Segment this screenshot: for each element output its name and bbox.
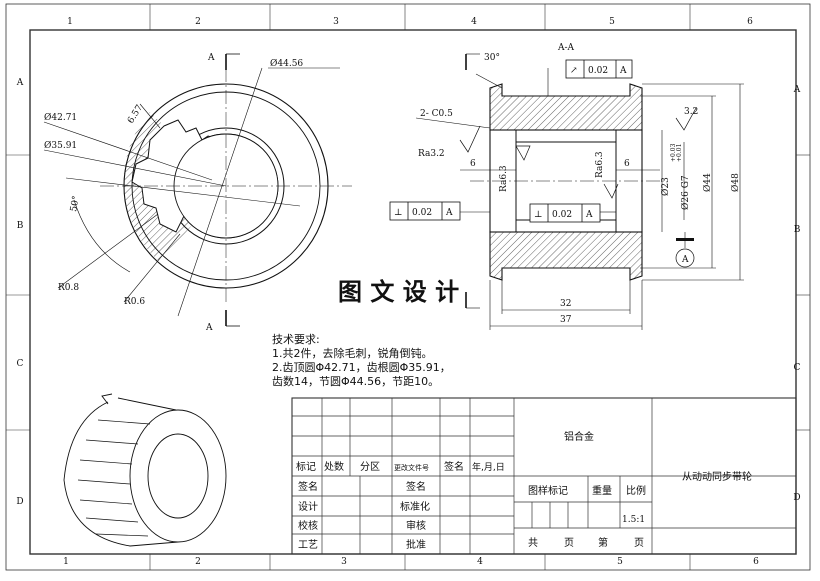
dim-pitch-dia: Ø44.56	[270, 58, 303, 69]
row-letter: D	[793, 493, 800, 503]
col-number: 4	[471, 17, 477, 27]
dim-fillet-1: R0.8	[58, 283, 79, 293]
tb-label: 批准	[406, 538, 426, 551]
col-number: 3	[333, 17, 339, 27]
row-letter: D	[16, 497, 23, 507]
dim-fit: Ø26 G7	[680, 175, 691, 210]
col-number: 4	[477, 557, 483, 567]
col-number: 2	[195, 557, 201, 567]
tb-stage-label: 图样标记	[528, 484, 568, 497]
fcf-datum: A	[445, 208, 453, 218]
row-letter: B	[17, 221, 24, 231]
fcf-datum: A	[619, 66, 627, 76]
fcf-perp-inner: ⊥ 0.02 A	[529, 203, 601, 223]
section-view	[415, 53, 744, 330]
fcf-symbol: ↗	[570, 66, 578, 76]
tech-req-line: 1.共2件，去除毛刺，锐角倒钝。	[272, 346, 433, 360]
dim-len-left: 6	[470, 159, 476, 169]
fcf-perp-left: ⊥ 0.02 A	[389, 201, 461, 221]
tb-sheet: 页	[634, 537, 644, 549]
fcf-value: 0.02	[588, 66, 608, 76]
section-mark-bottom: A	[205, 323, 213, 333]
row-letter: A	[793, 85, 801, 95]
fcf-value: 0.02	[552, 210, 572, 220]
row-letter: A	[16, 78, 24, 88]
tb-scale: 1.5:1	[622, 515, 645, 525]
row-letter: B	[794, 225, 801, 235]
dim-bore: Ø23	[660, 177, 671, 196]
fcf-value: 0.02	[412, 208, 432, 218]
col-number: 1	[63, 557, 69, 567]
col-number: 6	[747, 17, 753, 27]
col-number: 2	[195, 17, 201, 27]
tb-weight-label: 重量	[592, 484, 612, 497]
datum-label: A	[681, 255, 689, 265]
tb-label: 分区	[360, 461, 380, 473]
fcf-runout: ↗ 0.02 A	[565, 59, 633, 79]
roughness-inner-1: Ra6.3	[499, 165, 509, 192]
tb-label: 处数	[324, 460, 344, 473]
tb-label: 标准化	[400, 500, 430, 513]
part-name: 从动动同步带轮	[682, 470, 752, 483]
dim-root-dia: Ø35.91	[44, 140, 77, 151]
fcf-symbol: ⊥	[534, 210, 542, 220]
tech-req-title: 技术要求:	[272, 333, 320, 346]
dim-width-total: 37	[560, 315, 572, 325]
dim-width-inner: 32	[560, 299, 571, 309]
col-number: 5	[617, 557, 623, 567]
tol-upper: +0.03	[670, 143, 677, 162]
tech-req-line: 齿数14，节圆Φ44.56，节距10。	[272, 375, 439, 388]
section-title: A-A	[557, 43, 575, 53]
fcf-symbol: ⊥	[394, 208, 402, 218]
end-view	[43, 53, 352, 327]
col-number: 5	[609, 17, 615, 27]
tb-label: 设计	[298, 500, 318, 513]
col-number: 1	[67, 17, 73, 27]
chamfer-note: 2- C0.5	[420, 109, 453, 119]
isometric-view	[63, 393, 227, 547]
tb-sheet: 页	[564, 537, 574, 549]
tb-label: 年,月,日	[472, 461, 505, 473]
tb-ratio-label: 比例	[626, 484, 646, 497]
tb-label: 签名	[444, 460, 464, 473]
dim-flange: Ø48	[730, 173, 741, 192]
dim-tip-dia: Ø42.71	[44, 112, 77, 123]
tb-label: 更改文件号	[394, 463, 429, 472]
roughness-right: 3.2	[684, 107, 698, 117]
material: 铝合金	[564, 430, 594, 443]
dim-hub: Ø44	[702, 173, 713, 192]
roughness-inner-2: Ra6.3	[595, 151, 605, 178]
tb-sheet: 共	[528, 537, 538, 549]
chamfer-angle: 30°	[484, 53, 500, 63]
tb-label: 标记	[296, 461, 316, 473]
dim-angle: 50°	[69, 195, 82, 212]
tb-label: 校核	[298, 519, 318, 532]
tb-label: 审核	[406, 519, 426, 532]
title-block	[291, 397, 797, 555]
col-number: 6	[753, 557, 759, 567]
tb-label: 工艺	[298, 539, 318, 551]
tb-sheet: 第	[598, 536, 608, 549]
roughness-left: Ra3.2	[418, 149, 445, 159]
col-number: 3	[341, 557, 347, 567]
dim-len-right: 6	[624, 159, 630, 169]
tol-lower: +0.01	[676, 144, 683, 162]
dim-fillet-2: R0.6	[124, 297, 145, 307]
watermark: 图 文 设 计	[338, 278, 459, 306]
section-mark-top: A	[207, 53, 215, 63]
row-letter: C	[17, 359, 24, 369]
tech-req-line: 2.齿顶圆Φ42.71，齿根圆Φ35.91，	[272, 360, 451, 374]
row-letter: C	[794, 363, 801, 373]
fcf-datum: A	[585, 210, 593, 220]
tb-label: 签名	[298, 480, 318, 493]
tb-label: 签名	[406, 480, 426, 493]
